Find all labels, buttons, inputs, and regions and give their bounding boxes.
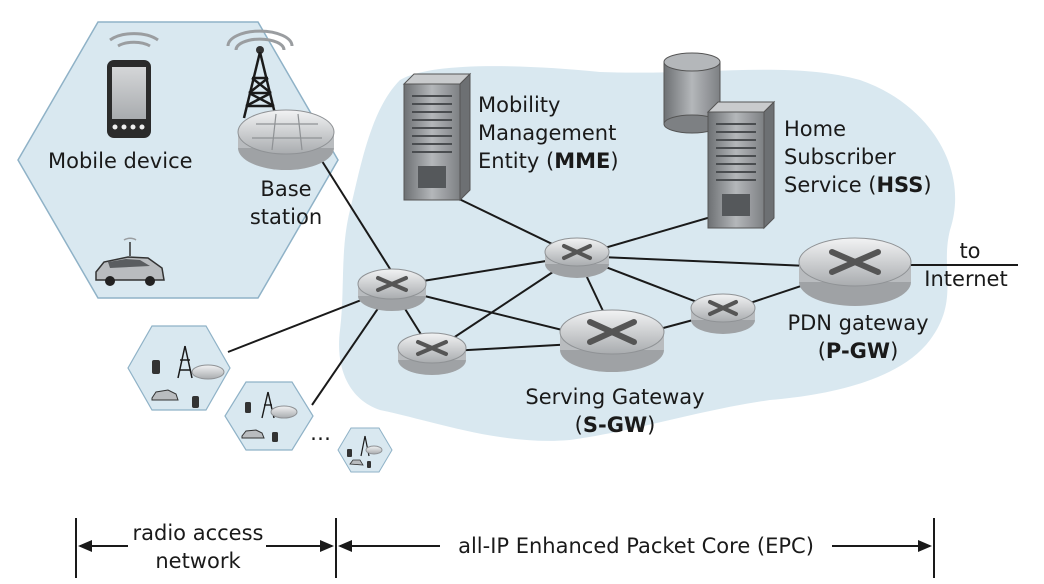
small-cell-devices-3 xyxy=(347,435,383,468)
mobile-device-label: Mobile device xyxy=(48,149,193,173)
epc-region xyxy=(339,66,956,441)
antenna-tower-icon xyxy=(226,29,294,119)
radio-cell-small-1 xyxy=(127,325,231,411)
radio-cell-small-2 xyxy=(224,381,314,451)
pgw-router xyxy=(798,237,912,306)
base-station-label-line2: station xyxy=(250,205,322,229)
wifi-signal-icon xyxy=(109,32,159,48)
radio-access-network-label-line2: network xyxy=(155,549,241,573)
database-icon xyxy=(663,52,721,134)
radio-cell-small-3 xyxy=(337,427,393,473)
to-internet-label-line1: to xyxy=(959,239,980,263)
car-icon xyxy=(95,237,165,286)
hss-server-icon xyxy=(706,100,776,230)
mme-label-line1: Mobility xyxy=(478,93,560,117)
pgw-label-line2: (P-GW) xyxy=(818,339,899,363)
base-station-label-line1: Base xyxy=(260,177,311,201)
small-cell-devices-1 xyxy=(151,345,225,408)
epc-label: all-IP Enhanced Packet Core (EPC) xyxy=(458,534,814,558)
hss-label-line2: Subscriber xyxy=(784,145,896,169)
router-right-small xyxy=(690,293,756,334)
to-internet-label-line2: Internet xyxy=(924,267,1007,291)
ellipsis-label: … xyxy=(310,421,331,445)
mobile-phone-icon xyxy=(107,60,151,138)
hss-label-line1: Home xyxy=(784,117,846,141)
router-lower-left xyxy=(397,332,467,375)
mme-label-line3: Entity (MME) xyxy=(478,149,619,173)
mme-label-line2: Management xyxy=(478,121,616,145)
router-left xyxy=(357,268,427,311)
sgw-router xyxy=(559,309,665,372)
hss-label-line3: Service (HSS) xyxy=(784,173,932,197)
router-center-top xyxy=(544,237,610,278)
base-station-icon xyxy=(237,109,335,170)
sgw-label-line1: Serving Gateway xyxy=(525,385,704,409)
sgw-label-line2: (S-GW) xyxy=(575,413,656,437)
radio-access-network-label-line1: radio access xyxy=(133,521,264,545)
span-markers xyxy=(75,518,935,578)
mme-server-icon xyxy=(402,72,472,202)
pgw-label-line1: PDN gateway xyxy=(787,311,928,335)
radio-cell-large xyxy=(17,21,339,299)
small-cell-devices-2 xyxy=(241,391,298,442)
